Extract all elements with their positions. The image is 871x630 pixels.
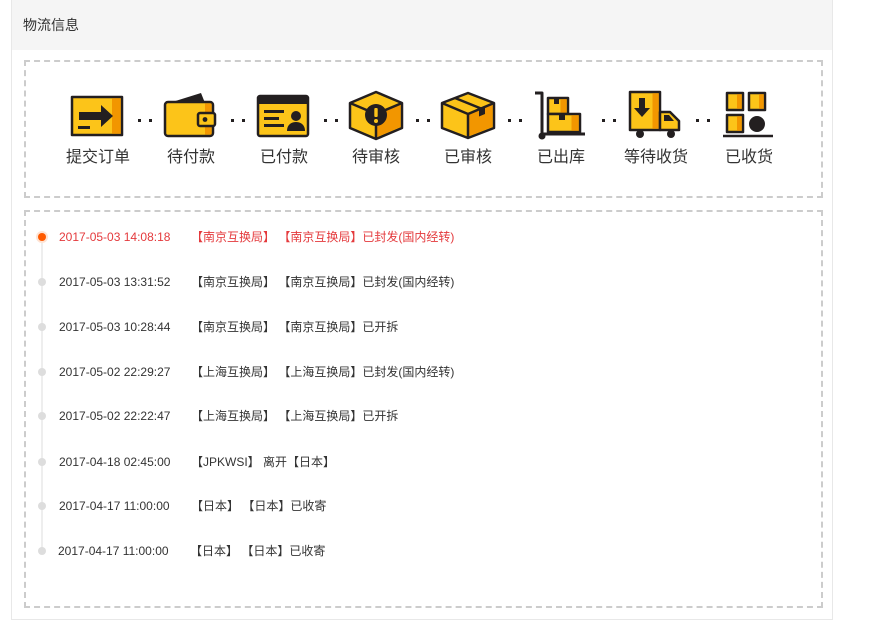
step-label: 已付款 — [259, 149, 308, 166]
step-connector — [696, 119, 710, 122]
tracking-timeline: 2017-05-03 14:08:18 【南京互换局】 【南京互换局】已封发(国… — [24, 210, 823, 608]
entry-description: 【日本】 【日本】已收寄 — [190, 544, 326, 558]
step-connector — [231, 119, 245, 122]
panel-header: 物流信息 — [12, 0, 832, 50]
timeline-dot — [38, 278, 46, 286]
timeline-dot — [38, 502, 46, 510]
timeline-dot — [38, 368, 46, 376]
step-label: 已审核 — [443, 149, 492, 166]
step-connector — [508, 119, 522, 122]
entry-time: 2017-05-02 22:22:47 — [59, 409, 171, 423]
pending-review-box-icon — [348, 90, 404, 141]
timeline-entry: 2017-05-03 13:31:52 【南京互换局】 【南京互换局】已封发(国… — [26, 272, 816, 292]
step-connector — [416, 119, 430, 122]
entry-description: 【上海互换局】 【上海互换局】已封发(国内经转) — [191, 365, 455, 379]
timeline-line — [41, 237, 43, 551]
panel-title: 物流信息 — [23, 17, 79, 33]
entry-description: 【南京互换局】 【南京互换局】已封发(国内经转) — [191, 230, 455, 244]
step-submit-order: 提交订单 — [58, 90, 138, 168]
step-label: 已出库 — [536, 149, 585, 166]
reviewed-box-icon — [440, 91, 496, 140]
logistics-panel: 物流信息 提交订单 待付款 — [11, 0, 833, 620]
entry-description: 【南京互换局】 【南京互换局】已封发(国内经转) — [191, 275, 455, 289]
timeline-entry: 2017-05-02 22:29:27 【上海互换局】 【上海互换局】已封发(国… — [26, 362, 816, 382]
step-label: 已收货 — [724, 149, 773, 166]
step-awaiting-delivery: 等待收货 — [616, 90, 696, 168]
step-shipped-out: 已出库 — [521, 90, 601, 168]
order-progress: 提交订单 待付款 已付款 — [24, 60, 823, 198]
entry-time: 2017-05-03 14:08:18 — [59, 230, 171, 244]
wallet-icon — [163, 93, 217, 138]
step-reviewed: 已审核 — [428, 90, 508, 168]
received-icon — [723, 91, 773, 138]
step-label: 待付款 — [166, 149, 215, 166]
entry-time: 2017-05-03 10:28:44 — [59, 320, 171, 334]
timeline-entry: 2017-05-03 10:28:44 【南京互换局】 【南京互换局】已开拆 — [26, 317, 816, 337]
step-paid: 已付款 — [244, 90, 324, 168]
hand-truck-icon — [535, 91, 585, 140]
entry-description: 【JPKWSI】 离开【日本】 — [191, 455, 336, 469]
timeline-dot — [38, 547, 46, 555]
timeline-dot — [38, 412, 46, 420]
entry-time: 2017-05-03 13:31:52 — [59, 275, 171, 289]
step-pending-review: 待审核 — [336, 90, 416, 168]
timeline-dot — [38, 458, 46, 466]
entry-description: 【上海互换局】 【上海互换局】已开拆 — [191, 409, 399, 423]
step-received: 已收货 — [709, 90, 789, 168]
step-label: 待审核 — [351, 149, 400, 166]
timeline-dot — [38, 233, 46, 241]
step-pending-payment: 待付款 — [151, 90, 231, 168]
step-connector — [324, 119, 338, 122]
timeline-entry: 2017-04-17 11:00:00 【日本】 【日本】已收寄 — [26, 496, 816, 516]
paid-card-icon — [256, 94, 310, 138]
step-connector — [602, 119, 616, 122]
submit-order-icon — [70, 95, 124, 137]
entry-time: 2017-05-02 22:29:27 — [59, 365, 171, 379]
timeline-dot — [38, 323, 46, 331]
entry-description: 【日本】 【日本】已收寄 — [191, 499, 327, 513]
entry-time: 2017-04-17 11:00:00 — [59, 499, 170, 513]
step-label: 提交订单 — [65, 149, 130, 166]
entry-time: 2017-04-17 11:00:00 — [58, 544, 169, 558]
step-connector — [138, 119, 152, 122]
timeline-entry: 2017-05-03 14:08:18 【南京互换局】 【南京互换局】已封发(国… — [26, 227, 816, 247]
entry-time: 2017-04-18 02:45:00 — [59, 455, 171, 469]
entry-description: 【南京互换局】 【南京互换局】已开拆 — [191, 320, 399, 334]
timeline-entry: 2017-05-02 22:22:47 【上海互换局】 【上海互换局】已开拆 — [26, 406, 816, 426]
delivery-truck-icon — [628, 90, 681, 138]
timeline-entry: 2017-04-18 02:45:00 【JPKWSI】 离开【日本】 — [26, 452, 816, 472]
step-label: 等待收货 — [623, 149, 688, 166]
timeline-entry: 2017-04-17 11:00:00 【日本】 【日本】已收寄 — [26, 541, 816, 561]
